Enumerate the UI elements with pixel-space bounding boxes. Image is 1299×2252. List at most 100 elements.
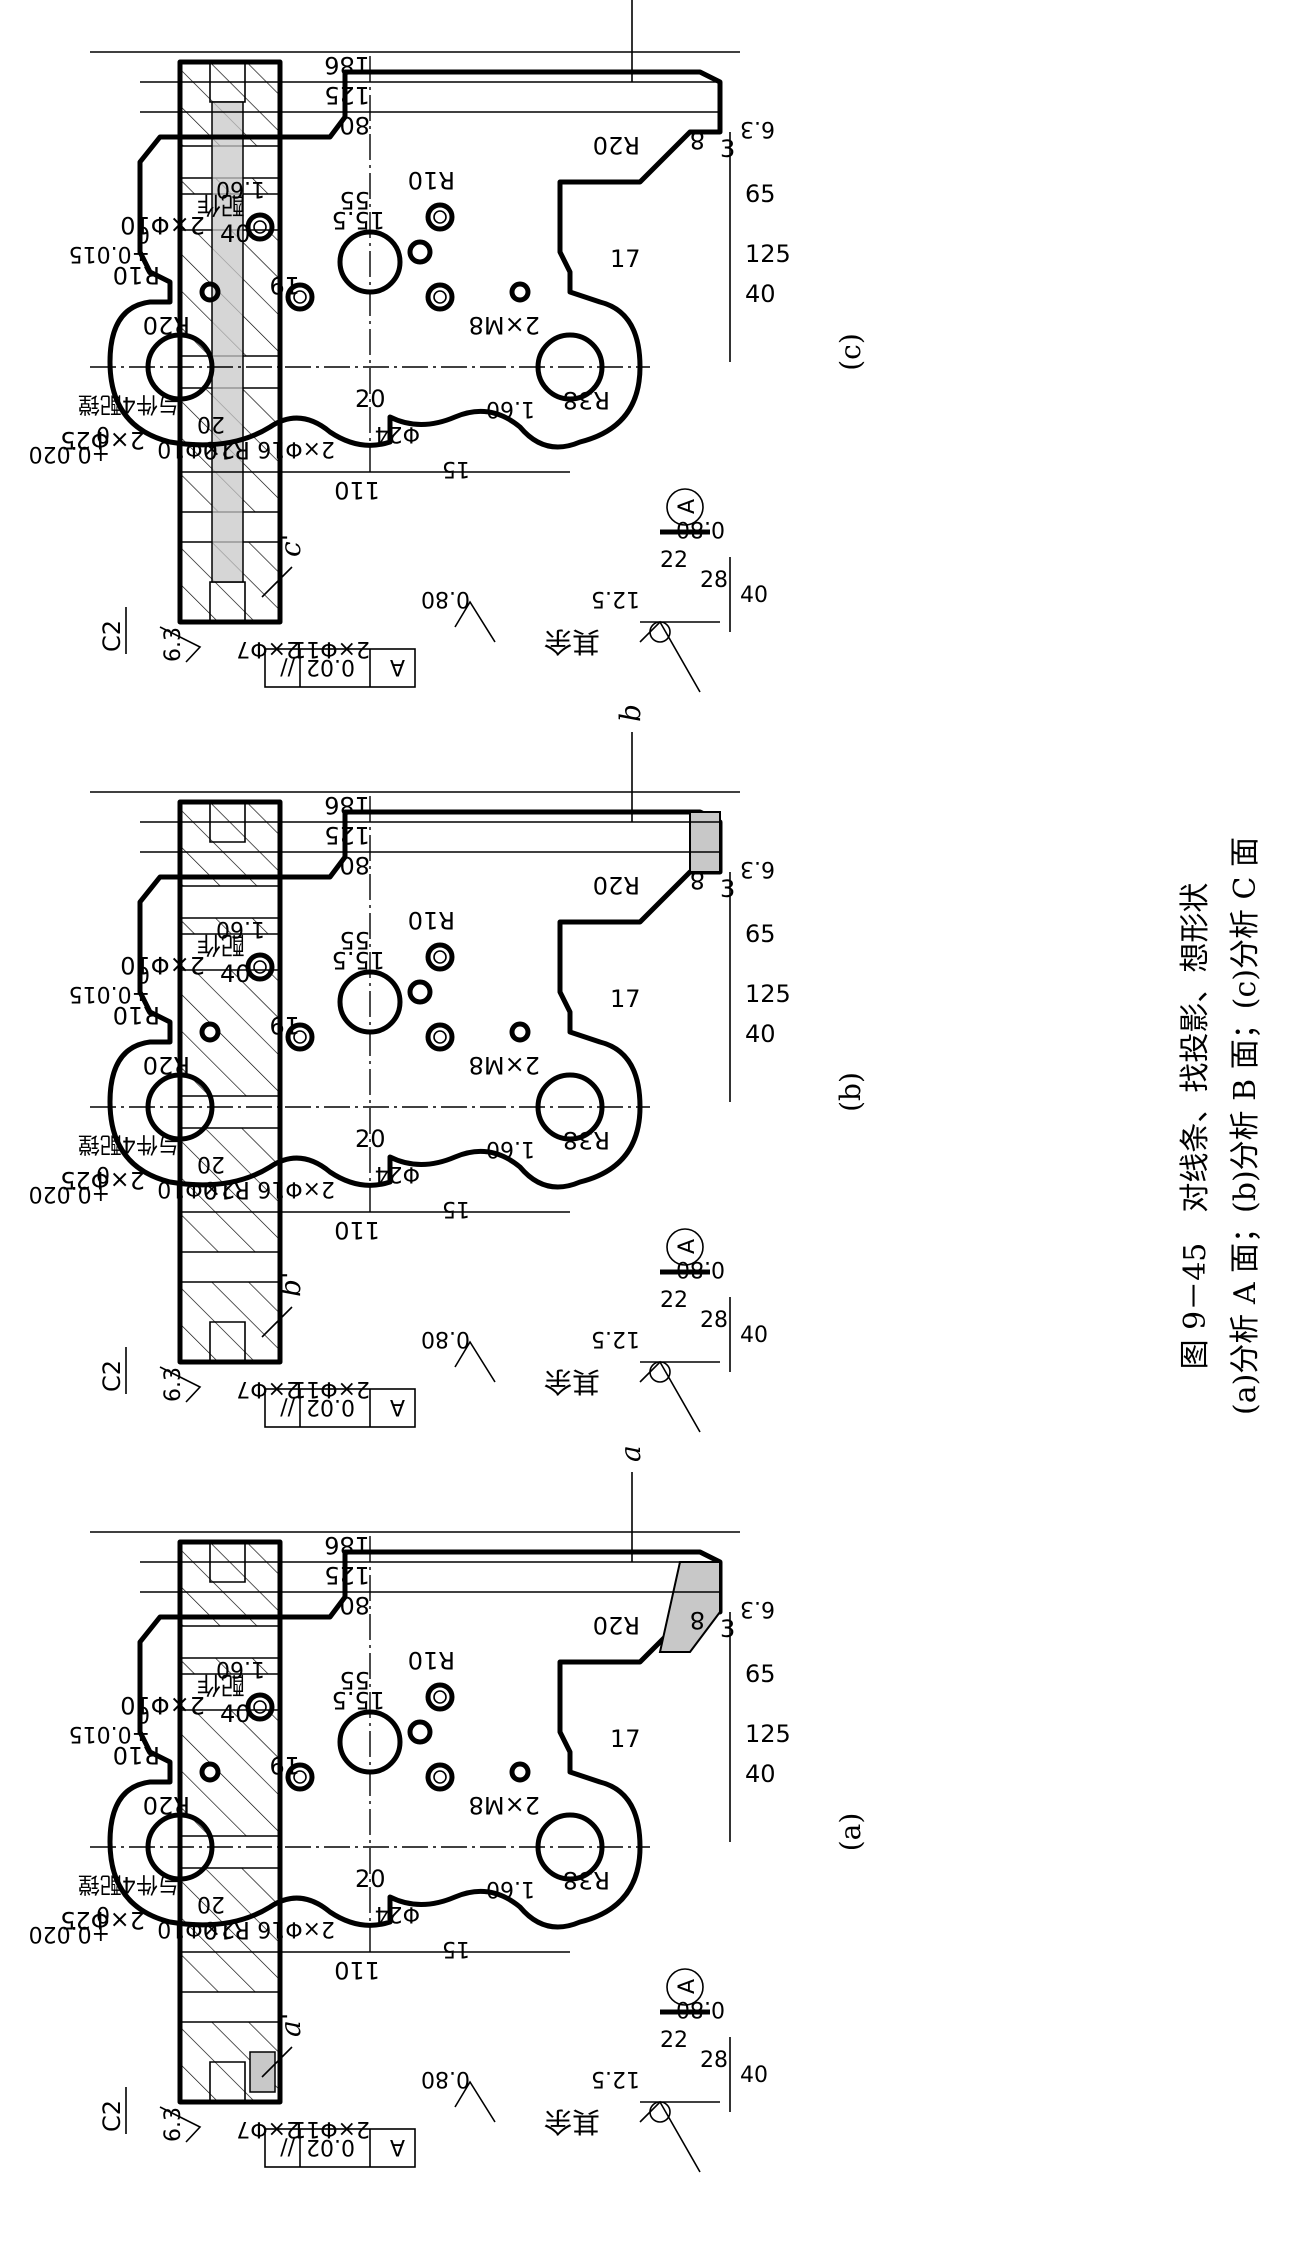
dim-65-right: 65 (745, 920, 776, 948)
radius-r10-bottom: R10 (408, 906, 455, 934)
threaded-hole-m8 (199, 281, 221, 303)
figure-caption-title: 图 9－45 对线条、找投影、想形状 (1178, 883, 1213, 1370)
section-outline (177, 59, 283, 625)
hole-tol-lower: 0 (136, 1701, 150, 1726)
dim-15: 15 (442, 1936, 470, 1961)
dim-15: 15 (442, 1196, 470, 1221)
bore-note: 与件4配镗 (78, 391, 180, 416)
thread-m8: 2×M8 (469, 1051, 540, 1079)
radius-r20-top: R20 (143, 311, 190, 339)
surface-label-front: a (614, 1445, 647, 1462)
radius-r38: R38 (563, 386, 610, 414)
roughness-0-80-right: 0.80 (676, 1256, 725, 1281)
counterbore-hole (285, 282, 315, 312)
hole-tol-upper: +0.015 (69, 241, 150, 266)
counterbore-hole (425, 282, 455, 312)
radius-r10-top: R10 (113, 1741, 160, 1769)
dim-40-front: 40 (220, 1700, 251, 1728)
section-bore (180, 1626, 280, 1658)
hole-dim-phi16: 2×Φ16 (257, 436, 335, 461)
small-hole (407, 1719, 433, 1745)
roughness-1-60: 1.60 (486, 1136, 535, 1161)
counterbore-inner (293, 1770, 307, 1784)
hole-dim-phi16: 2×Φ16 (257, 1916, 335, 1941)
bore-tol-lower: 0 (96, 1901, 110, 1926)
hole-tol-lower: 0 (136, 221, 150, 246)
counterbore-inner (433, 1770, 447, 1784)
roughness-1-60-front: 1.60 (216, 176, 265, 201)
bore-dim-phi25: 2×Φ25 (60, 1166, 145, 1194)
counterbore-hole (425, 202, 455, 232)
counterbore-inner (433, 290, 447, 304)
bore-tol-upper: +0.020 (29, 1921, 110, 1946)
roughness-6-3-right: 6.3 (740, 116, 775, 141)
depth-20: 20 (197, 411, 225, 436)
hole-tol-lower: 0 (136, 961, 150, 986)
datum-circle (666, 1228, 704, 1266)
roughness-symbol (159, 1366, 202, 1403)
dim-80: 80 (339, 111, 370, 139)
section-bore (180, 934, 280, 970)
dim-3: 3 (720, 1615, 735, 1643)
dim-186: 186 (324, 51, 370, 79)
roughness-circle (649, 621, 671, 643)
roughness-symbol (159, 626, 202, 663)
surface-b-highlight (689, 811, 721, 873)
counterbore-hole (285, 1022, 315, 1052)
dim-17: 17 (610, 245, 641, 273)
roughness-12-5: 12.5 (591, 1326, 640, 1351)
dim-19: 19 (269, 1011, 300, 1039)
tolerance-datum: A (390, 1394, 405, 1419)
radius-r10-top: R10 (113, 1001, 160, 1029)
section-bore (180, 1252, 280, 1282)
bore-tol-lower: 0 (96, 1161, 110, 1186)
roughness-1-60: 1.60 (486, 396, 535, 421)
dim-55: 55 (339, 926, 370, 954)
hole-dim-phi10-fit: 2×Φ10 (120, 951, 205, 979)
dim-19: 19 (269, 1751, 300, 1779)
roughness-symbol (159, 2106, 202, 2143)
tolerance-value: 0.02 (306, 654, 355, 679)
dim-65-right: 65 (745, 180, 776, 208)
section-outline (177, 1539, 283, 2105)
datum-circle (666, 1968, 704, 2006)
dim-55: 55 (339, 1666, 370, 1694)
threaded-hole-m8 (509, 281, 531, 303)
dim-125-right: 125 (745, 240, 791, 268)
dim-40-front: 40 (220, 220, 251, 248)
dim-40-front: 40 (220, 960, 251, 988)
radius-r20-top: R20 (143, 1051, 190, 1079)
section-bore (180, 1992, 280, 2022)
plate-outline (107, 69, 723, 450)
counterbore-hole (425, 1762, 455, 1792)
dim-22: 22 (660, 1288, 688, 1313)
surface-label-top: b' (274, 1271, 307, 1297)
radius-r10-bottom: R10 (408, 1646, 455, 1674)
dim-40-right: 40 (745, 1020, 776, 1048)
tolerance-symbol: // (280, 2134, 295, 2159)
dim-186: 186 (324, 791, 370, 819)
datum-label: A (675, 1979, 700, 1994)
chamfer-label: C2 (98, 2100, 126, 2132)
dim-55: 55 (339, 186, 370, 214)
counterbore-inner (293, 290, 307, 304)
radius-r20-top: R20 (143, 1791, 190, 1819)
bore-dim-phi25: 2×Φ25 (60, 1906, 145, 1934)
leader-line (261, 1306, 293, 1338)
bore-tol-upper: +0.020 (29, 441, 110, 466)
dim-8: 8 (690, 866, 705, 894)
counterbore-inner (433, 1030, 447, 1044)
roughness-0-80: 0.80 (421, 1326, 470, 1351)
threaded-hole-m8 (509, 1761, 531, 1783)
dim-20-front: 20 (355, 385, 386, 413)
dim-19: 19 (269, 271, 300, 299)
roughness-0-80-right: 0.80 (676, 516, 725, 541)
small-hole (407, 239, 433, 265)
dim-22: 22 (660, 548, 688, 573)
plate-outline (107, 1549, 723, 1930)
surface-a-highlight-top (249, 2051, 276, 2093)
